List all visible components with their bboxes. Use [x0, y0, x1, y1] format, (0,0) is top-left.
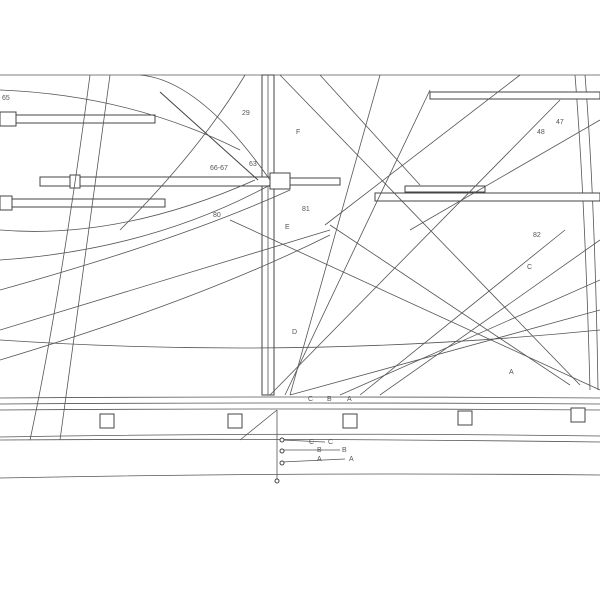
- label-D: D: [292, 329, 297, 336]
- hull: [0, 396, 600, 484]
- label-C-right: C: [527, 264, 532, 271]
- hull-label-B1: B: [317, 447, 322, 454]
- gunport: [99, 413, 115, 429]
- label-82: 82: [533, 232, 541, 239]
- hull-label-B2: B: [342, 447, 347, 454]
- fore-mast: [574, 74, 599, 391]
- rail-label-C: C: [308, 396, 313, 403]
- label-48: 48: [537, 129, 545, 136]
- lower-yard-left: [0, 195, 166, 211]
- main-mast: [261, 74, 275, 396]
- hull-label-A2: A: [349, 456, 354, 463]
- middle-yard: [39, 172, 341, 190]
- upper-yard-right: [429, 91, 600, 100]
- rail-label-B: B: [327, 396, 332, 403]
- label-F: F: [296, 129, 300, 136]
- gunport: [570, 407, 586, 423]
- gunport: [457, 410, 473, 426]
- label-E: E: [285, 224, 290, 231]
- label-81: 81: [302, 206, 310, 213]
- hull-label-A1: A: [317, 456, 322, 463]
- label-65: 65: [2, 95, 10, 102]
- label-80: 80: [213, 212, 221, 219]
- upper-yard-left: [0, 111, 156, 127]
- label-47: 47: [556, 119, 564, 126]
- gunport: [227, 413, 243, 429]
- lower-yard-right: [374, 185, 600, 202]
- rail-label-A: A: [347, 396, 352, 403]
- label-A-right: A: [509, 369, 514, 376]
- label-63: 63: [249, 161, 257, 168]
- hull-label-C1: C: [309, 439, 314, 446]
- hull-label-C2: C: [328, 439, 333, 446]
- label-29: 29: [242, 110, 250, 117]
- gunport: [342, 413, 358, 429]
- label-66-67: 66-67: [210, 165, 228, 172]
